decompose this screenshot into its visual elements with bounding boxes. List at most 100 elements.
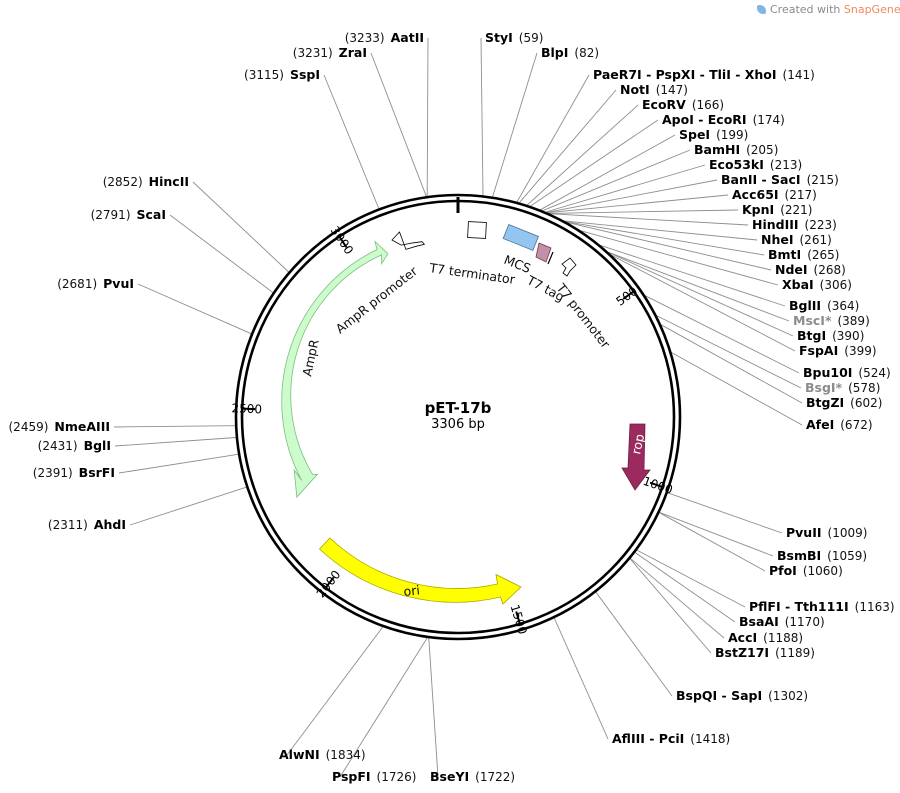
site-name[interactable]: NheI <box>761 232 794 247</box>
site-name[interactable]: BsrFI <box>79 465 115 480</box>
restriction-site[interactable]: AatII(3233) <box>345 30 424 45</box>
site-name[interactable]: BtgZI <box>806 395 844 410</box>
site-name[interactable]: BseYI <box>430 769 469 784</box>
restriction-site[interactable]: PvuI(2681) <box>57 276 134 291</box>
restriction-site[interactable]: XbaI(306) <box>782 277 852 292</box>
restriction-site[interactable]: AlwNI(1834) <box>279 747 366 762</box>
restriction-site[interactable]: AccI(1188) <box>728 630 803 645</box>
restriction-site[interactable]: Eco53kI(213) <box>709 157 802 172</box>
restriction-site[interactable]: BamHI(205) <box>694 142 778 157</box>
restriction-site[interactable]: PaeR7I - PspXI - TliI - XhoI(141) <box>593 67 815 82</box>
site-name[interactable]: KpnI <box>742 202 774 217</box>
restriction-site[interactable]: Bpu10I(524) <box>803 365 891 380</box>
restriction-site[interactable]: ApoI - EcoRI(174) <box>662 112 785 127</box>
restriction-site[interactable]: AfeI(672) <box>806 417 873 432</box>
restriction-site[interactable]: BglII(364) <box>789 298 859 313</box>
site-position: (221) <box>780 203 812 217</box>
site-name[interactable]: SspI <box>290 67 320 82</box>
restriction-site[interactable]: SpeI(199) <box>679 127 748 142</box>
site-name[interactable]: MscI* <box>793 313 832 328</box>
site-name[interactable]: EcoRV <box>642 97 686 112</box>
site-name[interactable]: SpeI <box>679 127 710 142</box>
site-name[interactable]: BtgI <box>797 328 826 343</box>
site-name[interactable]: ZraI <box>339 45 367 60</box>
site-name[interactable]: PfoI <box>769 563 797 578</box>
site-name[interactable]: Eco53kI <box>709 157 764 172</box>
site-name[interactable]: BamHI <box>694 142 740 157</box>
site-name[interactable]: PaeR7I - PspXI - TliI - XhoI <box>593 67 777 82</box>
restriction-site[interactable]: NotI(147) <box>620 82 688 97</box>
site-name[interactable]: PspFI <box>332 769 371 784</box>
restriction-site[interactable]: MscI*(389) <box>793 313 870 328</box>
restriction-site[interactable]: BlpI(82) <box>541 45 599 60</box>
site-name[interactable]: AhdI <box>94 517 126 532</box>
restriction-site[interactable]: BstZ17I(1189) <box>715 645 815 660</box>
site-name[interactable]: BmtI <box>768 247 801 262</box>
site-name[interactable]: Acc65I <box>732 187 779 202</box>
restriction-site[interactable]: PvuII (1009) <box>786 525 867 540</box>
restriction-site[interactable]: BtgZI(602) <box>806 395 882 410</box>
restriction-site[interactable]: BmtI(265) <box>768 247 839 262</box>
restriction-site[interactable]: BtgI(390) <box>797 328 864 343</box>
restriction-site[interactable]: BseYI(1722) <box>430 769 515 784</box>
restriction-site[interactable]: KpnI (221) <box>742 202 812 217</box>
site-leader-line <box>370 52 427 197</box>
restriction-site[interactable]: NdeI(268) <box>775 262 846 277</box>
site-name[interactable]: ApoI - EcoRI <box>662 112 747 127</box>
site-name[interactable]: PvuI <box>103 276 134 291</box>
site-name[interactable]: AflIII - PciI <box>612 731 684 746</box>
site-name[interactable]: BglII <box>789 298 821 313</box>
site-name[interactable]: AccI <box>728 630 757 645</box>
site-name[interactable]: NotI <box>620 82 650 97</box>
site-name[interactable]: AfeI <box>806 417 834 432</box>
restriction-site[interactable]: SspI(3115) <box>244 67 320 82</box>
site-name[interactable]: NdeI <box>775 262 808 277</box>
site-name[interactable]: HincII <box>149 174 189 189</box>
site-leader-line <box>656 315 802 389</box>
restriction-site[interactable]: Acc65I(217) <box>732 187 817 202</box>
site-name[interactable]: StyI <box>485 30 513 45</box>
restriction-site[interactable]: BspQI - SapI(1302) <box>676 688 808 703</box>
restriction-site[interactable]: BsrFI(2391) <box>33 465 115 480</box>
site-name[interactable]: ScaI <box>137 207 167 222</box>
restriction-site[interactable]: HincII(2852) <box>103 174 189 189</box>
site-name[interactable]: XbaI <box>782 277 814 292</box>
site-name[interactable]: Bpu10I <box>803 365 852 380</box>
site-leader-line <box>611 254 796 352</box>
restriction-site[interactable]: BanII - SacI(215) <box>721 172 839 187</box>
restriction-site[interactable]: FspAI(399) <box>799 343 877 358</box>
site-name[interactable]: FspAI <box>799 343 838 358</box>
site-name[interactable]: PvuII <box>786 525 822 540</box>
site-name[interactable]: BsgI* <box>805 380 843 395</box>
restriction-site[interactable]: ZraI(3231) <box>293 45 367 60</box>
restriction-site[interactable]: StyI(59) <box>485 30 543 45</box>
site-name[interactable]: BlpI <box>541 45 568 60</box>
restriction-site[interactable]: ScaI(2791) <box>91 207 166 222</box>
restriction-site[interactable]: PflFI - Tth111I (1163) <box>749 599 895 614</box>
restriction-site[interactable]: PspFI(1726) <box>332 769 416 784</box>
site-name[interactable]: PflFI - Tth111I <box>749 599 849 614</box>
restriction-site[interactable]: HindIII(223) <box>752 217 837 232</box>
restriction-site[interactable]: BglI(2431) <box>38 438 111 453</box>
site-position: (1163) <box>855 600 895 614</box>
restriction-site[interactable]: BsmBI(1059) <box>777 548 867 563</box>
restriction-site[interactable]: EcoRV(166) <box>642 97 724 112</box>
restriction-site[interactable]: AhdI(2311) <box>48 517 126 532</box>
site-name[interactable]: BsmBI <box>777 548 821 563</box>
site-name[interactable]: BglI <box>84 438 111 453</box>
site-name[interactable]: BspQI - SapI <box>676 688 762 703</box>
restriction-site[interactable]: BsaAI(1170) <box>739 614 825 629</box>
restriction-site[interactable]: AflIII - PciI(1418) <box>612 731 730 746</box>
site-name[interactable]: AlwNI <box>279 747 320 762</box>
site-position: (1009) <box>828 526 868 540</box>
restriction-site[interactable]: PfoI(1060) <box>769 563 843 578</box>
restriction-site[interactable]: NheI(261) <box>761 232 832 247</box>
site-name[interactable]: BsaAI <box>739 614 779 629</box>
restriction-site[interactable]: NmeAIII(2459) <box>9 419 111 434</box>
site-name[interactable]: BstZ17I <box>715 645 769 660</box>
site-name[interactable]: BanII - SacI <box>721 172 801 187</box>
site-name[interactable]: NmeAIII <box>54 419 110 434</box>
site-name[interactable]: AatII <box>391 30 424 45</box>
site-name[interactable]: HindIII <box>752 217 799 232</box>
restriction-site[interactable]: BsgI*(578) <box>805 380 880 395</box>
